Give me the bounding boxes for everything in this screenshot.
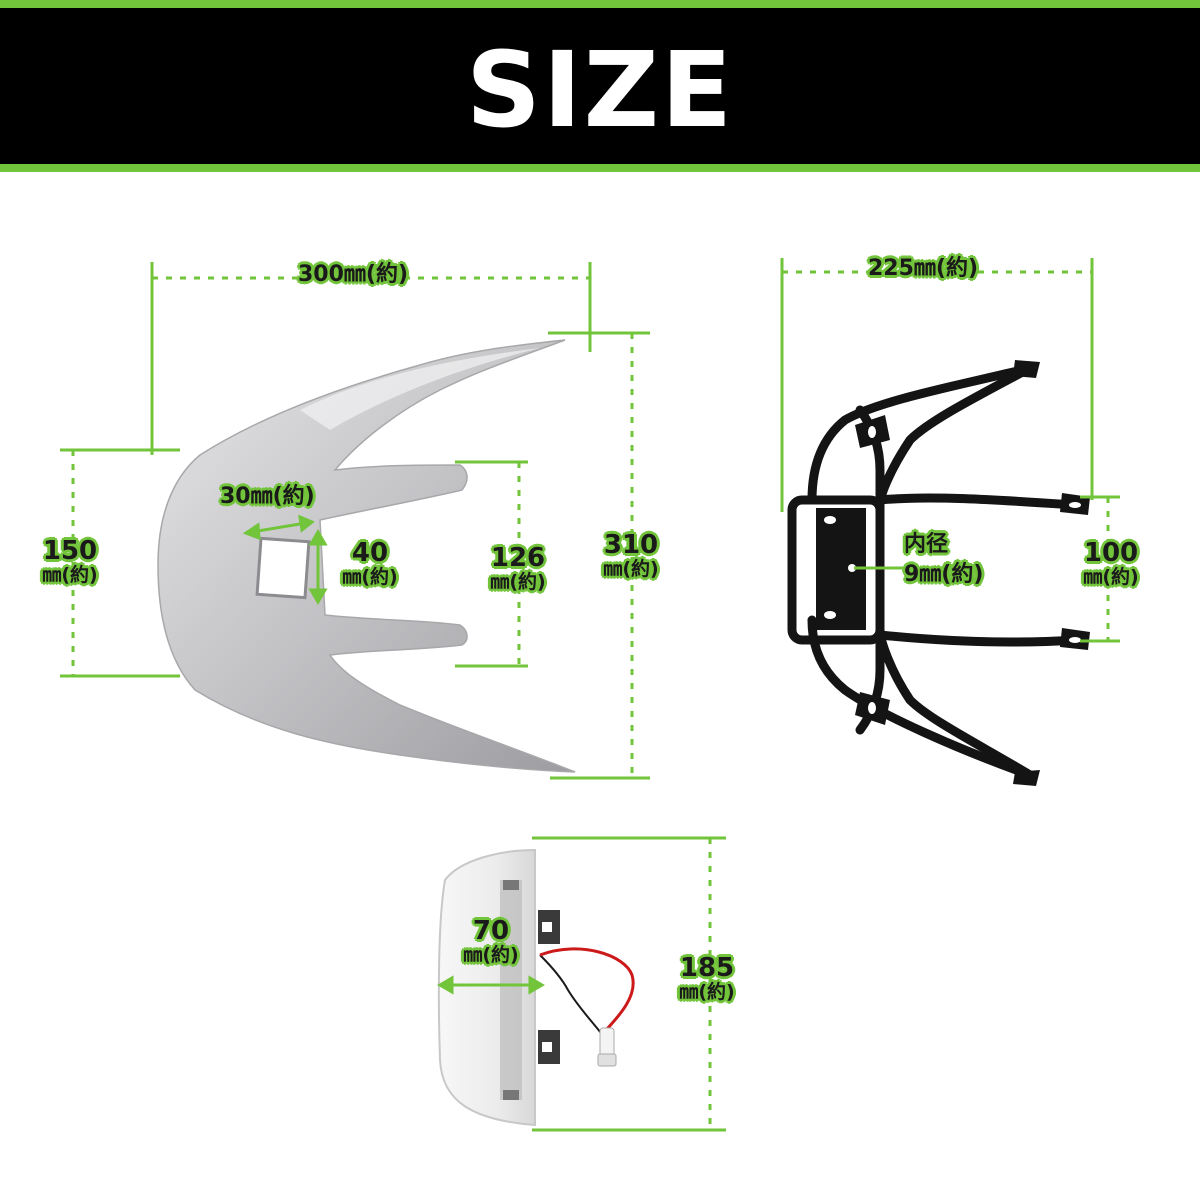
header-top-stripe (0, 0, 1200, 8)
hole-width-label: 30㎜(約) (220, 484, 315, 509)
hole-diameter-value: 9㎜(約) (904, 562, 984, 587)
frame-width-label: 225㎜(約) (868, 256, 979, 281)
cowl-inner-label: 126 ㎜(約) (478, 545, 558, 592)
lamp-length-value: 185 (679, 953, 735, 983)
hole-height-unit: ㎜(約) (342, 566, 398, 588)
frame-mount-value: 100 (1083, 538, 1139, 568)
cowl-width-label: 300㎜(約) (298, 262, 409, 287)
cowl-side-unit: ㎜(約) (42, 564, 98, 586)
cowl-body (157, 339, 576, 773)
frame-mount-unit: ㎜(約) (1083, 566, 1139, 588)
cowl-side-label: 150 ㎜(約) (30, 538, 110, 585)
lamp-depth-unit: ㎜(約) (463, 944, 519, 966)
hole-arrows (242, 514, 328, 605)
cowl-highlight (300, 348, 540, 430)
header-bottom-stripe (0, 164, 1200, 172)
page-title: SIZE (465, 29, 735, 151)
cowl-inner-value: 126 (490, 543, 546, 573)
hole-height-value: 40 (351, 538, 389, 568)
lamp-depth-value: 70 (472, 916, 510, 946)
frame-mount-label: 100 ㎜(約) (1070, 540, 1152, 587)
frame-dimensions (780, 258, 1120, 643)
cowl-hole (255, 536, 311, 600)
cowl-dimensions (60, 262, 650, 780)
hole-height-label: 40 ㎜(約) (330, 540, 410, 587)
lamp-length-unit: ㎜(約) (679, 981, 735, 1003)
cowl-height-unit: ㎜(約) (603, 558, 659, 580)
cowl-inner-unit: ㎜(約) (490, 571, 546, 593)
cowl-side-value: 150 (42, 536, 98, 566)
rack-tabs (816, 360, 1090, 786)
cowl-part (157, 339, 576, 773)
hole-diameter-label: 内径 9㎜(約) (904, 534, 983, 586)
cowl-height-label: 310 ㎜(約) (590, 532, 672, 579)
lamp-depth-label: 70 ㎜(約) (448, 918, 534, 965)
rack-frame (787, 363, 1080, 780)
lamp-length-label: 185 ㎜(約) (664, 955, 750, 1002)
hole-diameter-title: 内径 (904, 532, 949, 557)
lamp-part (437, 848, 635, 1127)
lamp-dimensions (437, 836, 726, 1132)
cowl-height-value: 310 (603, 530, 659, 560)
header-bar: SIZE (0, 0, 1200, 172)
